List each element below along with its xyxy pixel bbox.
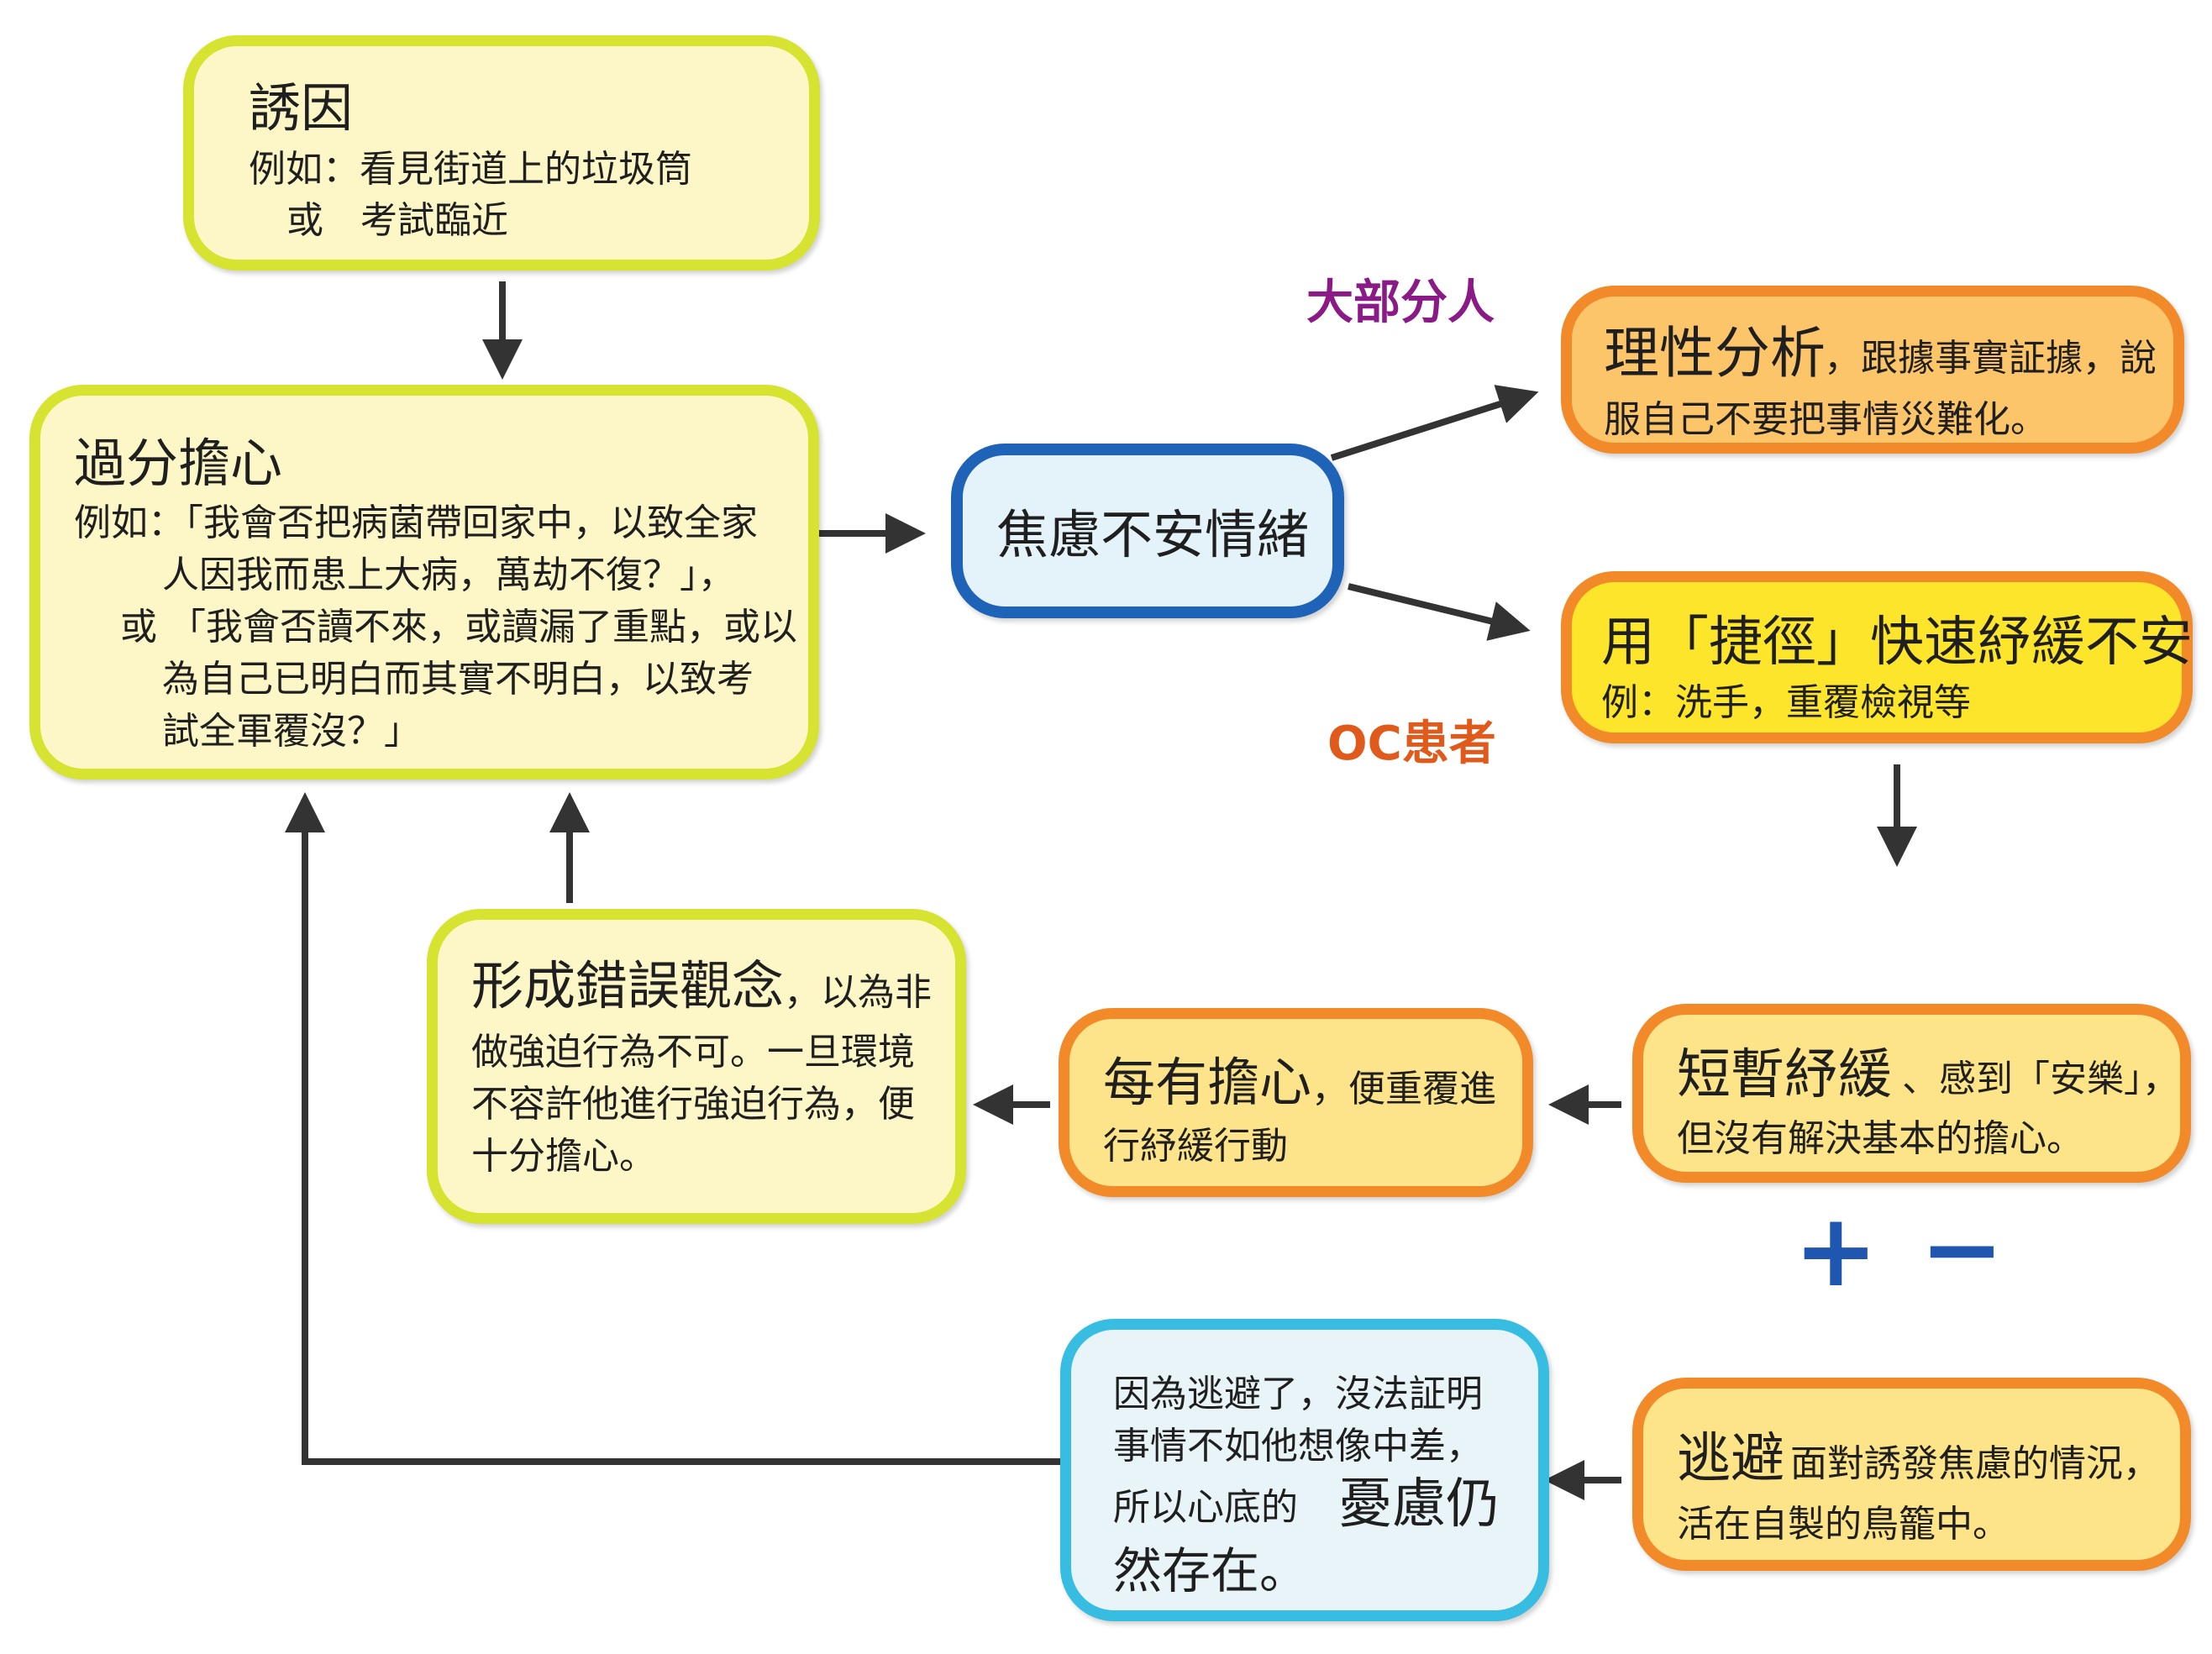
arrow-anxiety-to-shortcut (1348, 583, 1531, 641)
label-oc-patient: OC患者 (1327, 717, 1496, 771)
rational-title: 理性分析 (1604, 321, 1826, 386)
arrow-anxiety-to-rational (1330, 385, 1539, 461)
persist-line2: 事情不如他想像中差， (1113, 1425, 1483, 1468)
shortcut-title: 用「捷徑」快速紓緩不安 (1601, 612, 2193, 674)
avoid-title: 逃避 (1677, 1428, 1784, 1490)
belief-line2: 做強迫行為不可。一旦環境 (471, 1031, 915, 1074)
avoidance-box: 逃避 面對誘發焦慮的情況， 活在自製的鳥籠中。 (1632, 1378, 2191, 1571)
shortcut-line2: 例：洗手，重覆檢視等 (1601, 681, 1971, 724)
persist-line1: 因為逃避了，沒法証明 (1113, 1373, 1483, 1415)
repeat-line1-rest: ，便重覆進 (1311, 1068, 1496, 1111)
wrong-belief-box: 形成錯誤觀念 ，以為非 做強迫行為不可。一旦環境 不容許他進行強迫行為，便 十分… (427, 909, 966, 1224)
avoid-line1-rest: 面對誘發焦慮的情況， (1790, 1442, 2160, 1485)
worry-persists-box: 因為逃避了，沒法証明 事情不如他想像中差， 所以心底的 憂慮仍 然存在。 (1060, 1319, 1549, 1621)
relief-line1-rest: 、感到「安樂」， (1902, 1058, 2179, 1100)
worry-line3: 或 「我會否讀不來，或讀漏了重點，或以 (120, 606, 797, 648)
belief-line1-rest: ，以為非 (784, 971, 932, 1014)
belief-line3: 不容許他進行強迫行為，便 (471, 1083, 915, 1126)
worry-line5: 試全軍覆沒？」 (162, 710, 421, 753)
belief-title: 形成錯誤觀念 (471, 955, 785, 1016)
trigger-title: 誘因 (249, 77, 354, 139)
persist-line4: 然存在。 (1113, 1542, 1309, 1599)
anxiety-label: 焦慮不安情緒 (996, 504, 1310, 565)
minus-sign: − (1920, 1191, 2004, 1308)
avoid-line2: 活在自製的鳥籠中。 (1677, 1503, 2010, 1546)
relief-title: 短暫紓緩 (1677, 1044, 1892, 1106)
trigger-box: 誘因 例如：看見街道上的垃圾筒 或 考試臨近 (183, 35, 820, 270)
plus-sign: + (1794, 1193, 1878, 1310)
belief-line4: 十分擔心。 (471, 1135, 656, 1178)
relief-line2: 但沒有解決基本的擔心。 (1677, 1117, 2083, 1160)
worry-line4: 為自己已明白而其實不明白，以致考 (162, 658, 754, 701)
persist-line3-b: 憂慮仍 (1338, 1473, 1500, 1536)
persist-line3-a: 所以心底的 (1113, 1486, 1298, 1529)
repeat-relief-box: 每有擔心 ，便重覆進 行紓緩行動 (1059, 1008, 1533, 1197)
worry-line1: 例如：「我會否把病菌帶回家中，以致全家 (74, 501, 758, 544)
worry-title: 過分擔心 (74, 433, 283, 494)
trigger-line1: 例如：看見街道上的垃圾筒 (249, 148, 692, 191)
trigger-line2: 或 考試臨近 (286, 199, 508, 242)
excessive-worry-box: 過分擔心 例如：「我會否把病菌帶回家中，以致全家 人因我而患上大病，萬劫不復？」… (29, 385, 819, 780)
repeat-line2: 行紓緩行動 (1103, 1125, 1288, 1168)
label-majority: 大部分人 (1306, 276, 1495, 330)
repeat-title: 每有擔心 (1103, 1052, 1312, 1113)
anxiety-box: 焦慮不安情緒 (951, 444, 1344, 618)
worry-line2: 人因我而患上大病，萬劫不復？」， (162, 554, 735, 596)
rational-analysis-box: 理性分析 ，跟據事實証據，說 服自己不要把事情災難化。 (1561, 286, 2184, 454)
short-relief-box: 短暫紓緩 、感到「安樂」， 但沒有解決基本的擔心。 (1632, 1004, 2191, 1183)
rational-line2: 服自己不要把事情災難化。 (1604, 398, 2047, 441)
shortcut-box: 用「捷徑」快速紓緩不安 例：洗手，重覆檢視等 (1561, 571, 2193, 743)
arrow-persist-to-worry (285, 792, 1060, 1465)
rational-line1-rest: ，跟據事實証據，說 (1824, 337, 2157, 380)
